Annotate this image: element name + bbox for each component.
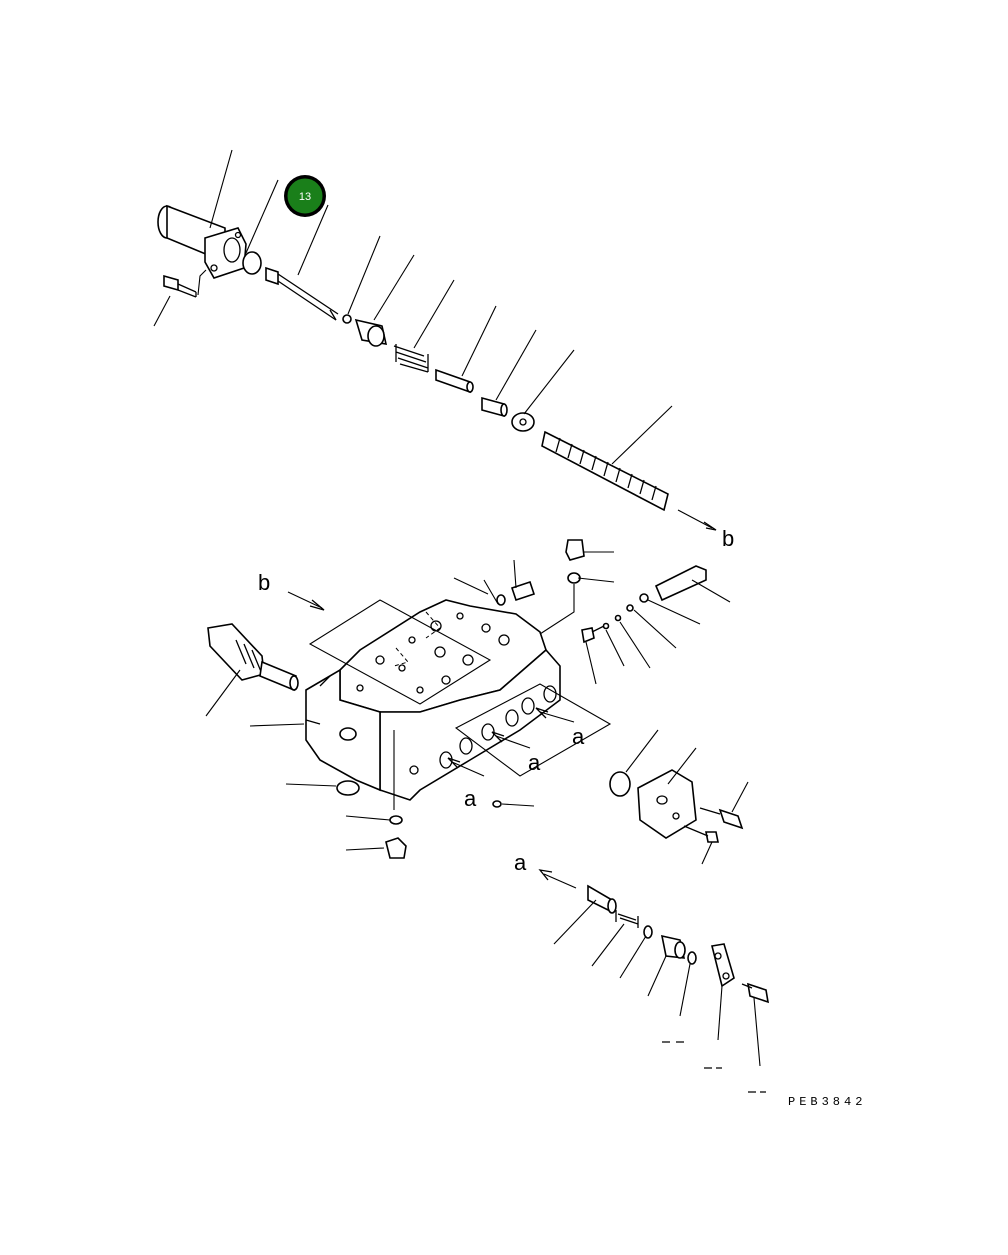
callout-13[interactable]: 13 — [284, 175, 326, 217]
body-top-holes — [356, 612, 510, 694]
callout-13-number: 13 — [299, 191, 311, 203]
label-a-4: a — [514, 850, 527, 875]
label-a-3: a — [464, 786, 477, 811]
retainer — [354, 318, 388, 347]
left-plug — [207, 623, 299, 692]
upper-spool-assembly: b 13 — [153, 149, 734, 551]
right-fittings — [483, 539, 731, 685]
bottom-fittings — [249, 723, 659, 859]
sleeve — [435, 368, 474, 394]
lower-valve-group — [553, 884, 770, 1093]
seat — [511, 412, 535, 432]
spring — [393, 344, 429, 373]
label-a-2: a — [528, 750, 541, 775]
piston — [481, 396, 508, 418]
label-b-right: b — [722, 526, 734, 551]
label-b-left: b — [258, 570, 270, 595]
valve-body — [305, 599, 612, 801]
washer — [342, 314, 352, 324]
label-a-1: a — [572, 724, 585, 749]
section-arrows: b a a a a — [258, 570, 585, 889]
housing-cover — [157, 204, 247, 279]
o-ring — [242, 251, 262, 275]
drawing-code: PEB3842 — [788, 1095, 866, 1109]
cover-bolt — [163, 274, 197, 298]
callout-13-badge — [286, 177, 324, 215]
long-bolt — [265, 266, 339, 321]
right-cover-block — [637, 747, 749, 865]
spool — [541, 430, 669, 512]
